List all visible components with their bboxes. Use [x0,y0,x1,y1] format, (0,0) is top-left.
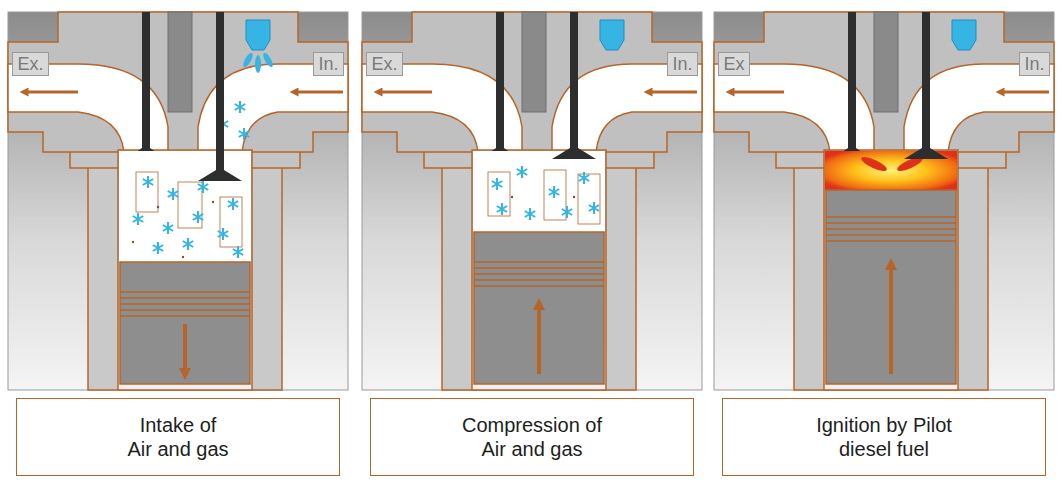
caption-text: Intake of Air and gas [126,413,230,461]
port-label: In. [1019,52,1050,76]
caption-box: Intake of Air and gas [16,398,340,476]
port-label: Ex [718,52,750,76]
label-text: In. [318,54,338,74]
label-text: In. [1024,54,1044,74]
port-label: Ex. [12,52,49,76]
caption-text: Ignition by Pilot diesel fuel [816,413,953,461]
caption-box: Compression of Air and gas [370,398,694,476]
port-label: In. [667,52,698,76]
label-text: Ex [723,54,744,74]
port-label: In. [313,52,344,76]
label-text: In. [672,54,692,74]
label-text: Ex. [17,54,43,74]
label-text: Ex. [371,54,397,74]
port-label: Ex. [366,52,403,76]
caption-box: Ignition by Pilot diesel fuel [722,398,1046,476]
caption-text: Compression of Air and gas [461,413,604,461]
